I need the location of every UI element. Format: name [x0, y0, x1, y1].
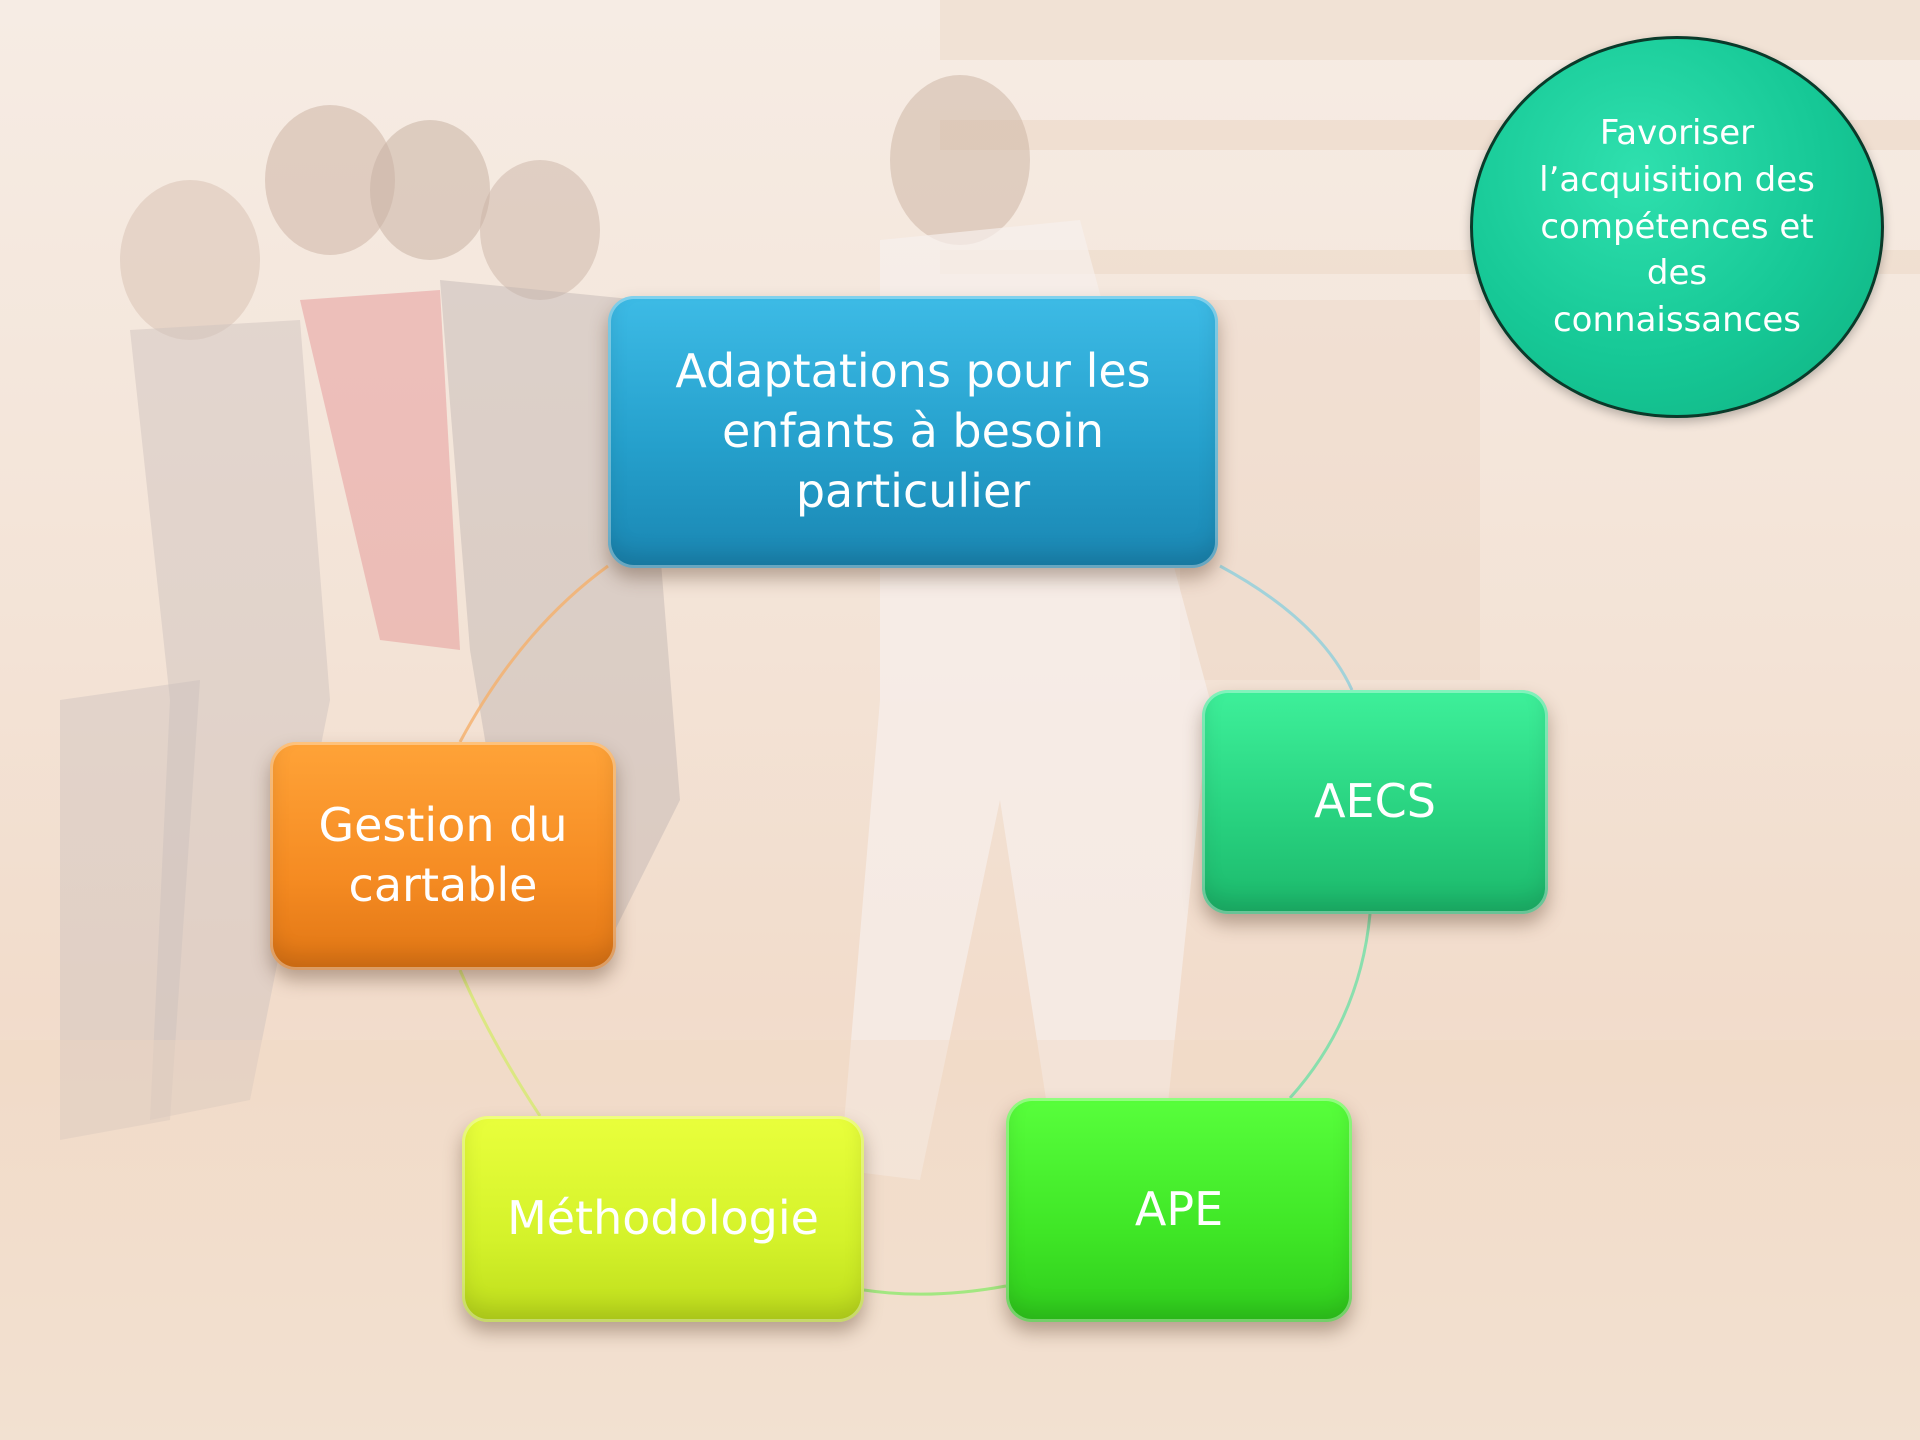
connector-gest-top: [458, 564, 609, 743]
connector-meth-gest: [458, 969, 542, 1117]
node-aecs: AECS: [1202, 690, 1548, 914]
node-gestion-cartable: Gestion du cartable: [270, 742, 616, 970]
goal-circle: Favoriser l’acquisition des compétences …: [1470, 36, 1884, 418]
goal-text: Favoriser l’acquisition des compétences …: [1539, 112, 1815, 341]
connector-aecs-ape: [1288, 913, 1372, 1100]
node-methodologie: Méthodologie: [462, 1116, 864, 1322]
connector-ape-meth: [863, 1284, 1007, 1296]
node-adaptations: Adaptations pour les enfants à besoin pa…: [608, 296, 1218, 568]
node-ape: APE: [1006, 1098, 1352, 1322]
connector-top-aecs: [1219, 564, 1354, 691]
